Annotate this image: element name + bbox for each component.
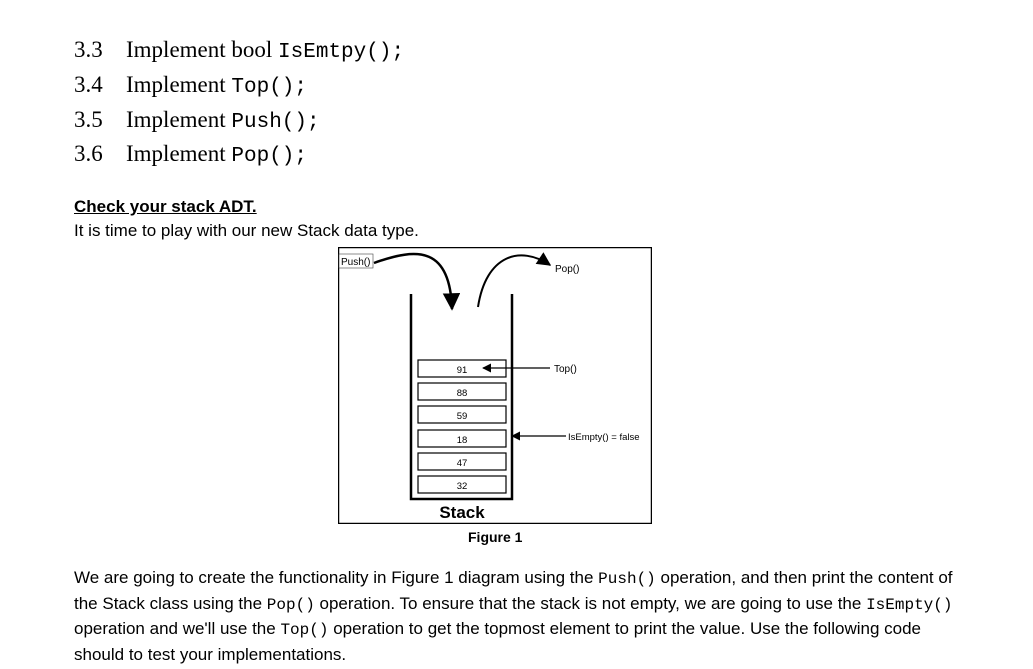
body-paragraph: We are going to create the functionality… (74, 566, 954, 667)
item-text: Implement (126, 72, 232, 97)
section-heading: Check your stack ADT. (74, 197, 257, 216)
pop-arrow (477, 252, 552, 308)
stack-cell (417, 382, 507, 401)
paragraph-code: Top() (280, 621, 329, 640)
paragraph-code: Pop() (266, 595, 315, 614)
item-text: Implement bool (126, 37, 279, 62)
stack-cell (417, 475, 507, 494)
stack-container (409, 294, 514, 501)
paragraph-text: operation, and then print the content of… (74, 568, 953, 613)
stack-cell (417, 452, 507, 471)
paragraph-text: operation. To ensure that the stack is n… (314, 593, 867, 613)
item-number: 3.4 (74, 72, 103, 97)
list-item-3-6: 3.6 Implement Pop(); (74, 141, 307, 168)
push-label: Push() (341, 257, 370, 268)
stack-figure: Push() Pop() 91 88 59 18 47 32 Top() IsE… (337, 246, 653, 525)
item-code: IsEmtpy(); (278, 41, 405, 64)
item-number: 3.5 (74, 107, 103, 132)
stack-value: 88 (457, 388, 468, 399)
stack-value: 32 (457, 481, 468, 492)
stack-cell (417, 429, 507, 448)
list-item-3-3: 3.3 Implement bool IsEmtpy(); (74, 37, 404, 64)
stack-value: 59 (457, 411, 468, 422)
stack-value: 47 (457, 458, 468, 469)
paragraph-text: We are going to create the functionality… (74, 568, 599, 587)
item-number: 3.6 (74, 141, 103, 166)
pop-label: Pop() (555, 264, 579, 275)
stack-value: 18 (457, 435, 468, 446)
isempty-label: IsEmpty() = false (568, 432, 640, 443)
item-text: Implement (126, 141, 232, 166)
section-intro: It is time to play with our new Stack da… (74, 221, 419, 240)
item-code: Pop(); (231, 145, 308, 168)
item-code: Top(); (231, 76, 308, 99)
list-item-3-4: 3.4 Implement Top(); (74, 72, 307, 99)
paragraph-code: IsEmpty() (866, 595, 953, 614)
stack-cell (417, 405, 507, 424)
stack-diagram: Push() Pop() 91 88 59 18 47 32 Top() IsE… (337, 246, 653, 525)
stack-value: 91 (457, 365, 468, 376)
stack-label: Stack (439, 503, 485, 522)
paragraph-text: operation to get the topmost element to … (74, 619, 921, 664)
top-label: Top() (554, 364, 577, 375)
figure-caption: Figure 1 (468, 529, 523, 545)
list-item-3-5: 3.5 Implement Push(); (74, 107, 320, 134)
paragraph-code: Push() (598, 570, 656, 588)
item-number: 3.3 (74, 37, 103, 62)
push-arrow (373, 252, 461, 311)
push-label-box (338, 253, 374, 269)
item-code: Push(); (231, 111, 320, 134)
paragraph-text: operation and we'll use the (74, 619, 281, 639)
item-text: Implement (126, 107, 232, 132)
